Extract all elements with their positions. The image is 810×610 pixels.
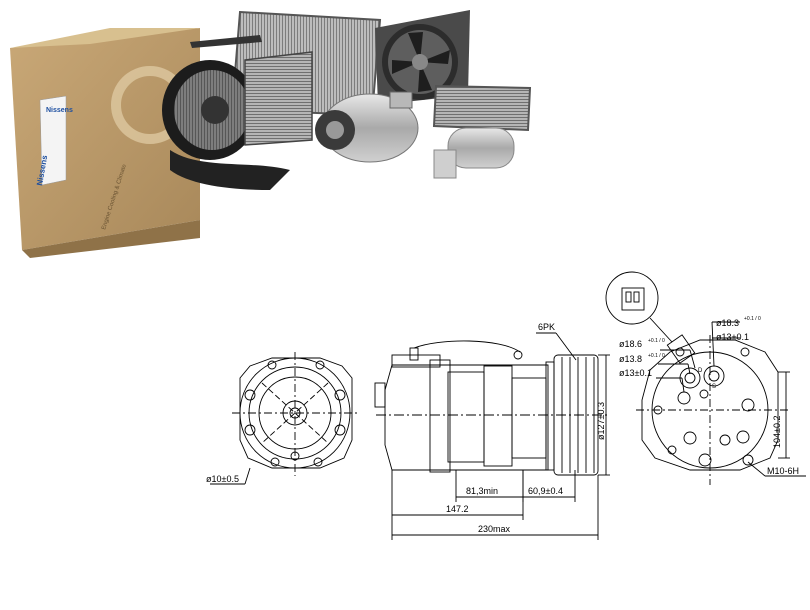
dim-height-104: 104±0.2 bbox=[772, 416, 782, 448]
dim-belt-profile: 6PK bbox=[538, 322, 555, 332]
product-photo-collage: Nissens Nissens Engine Cooling & Climate bbox=[10, 10, 532, 258]
dim-port-13-8-tol: +0.1 / 0 bbox=[648, 353, 665, 359]
box-brand-label: Nissens bbox=[46, 107, 73, 114]
dim-pulley-diameter: ø127±0.3 bbox=[596, 402, 606, 440]
cardboard-box: Nissens Nissens Engine Cooling & Climate bbox=[10, 28, 200, 258]
compressor-technical-drawing: ø10±0.5 6PK ø127±0.3 81,3min 60,9±0.4 14… bbox=[206, 271, 806, 540]
ac-compressor-photo bbox=[315, 91, 419, 163]
rear-view bbox=[605, 271, 806, 485]
port-label-s: S bbox=[712, 384, 716, 390]
dim-port-18-6: ø18.6 bbox=[619, 339, 642, 349]
blower-motor bbox=[162, 60, 290, 190]
dim-port-18-3: ø18.3 bbox=[716, 318, 739, 328]
cooling-fan bbox=[375, 10, 470, 105]
dim-port-13-right: ø13±0.1 bbox=[716, 332, 749, 342]
dim-port-13-8: ø13.8 bbox=[619, 354, 642, 364]
front-view bbox=[210, 352, 358, 485]
dim-front-hole: ø10±0.5 bbox=[206, 474, 239, 484]
dim-port-18-3-tol: +0.1 / 0 bbox=[744, 316, 761, 322]
dim-port-13-left: ø13±0.1 bbox=[619, 368, 652, 378]
heater-core bbox=[432, 84, 532, 132]
dim-147-2: 147.2 bbox=[446, 504, 469, 514]
receiver-drier bbox=[433, 127, 515, 179]
dim-81-3: 81,3min bbox=[466, 486, 498, 496]
dim-thread: M10-6H bbox=[767, 466, 799, 476]
evaporator bbox=[190, 35, 313, 146]
dim-port-18-6-tol: +0.1 / 0 bbox=[648, 338, 665, 344]
side-view bbox=[374, 332, 610, 540]
dim-60-9: 60,9±0.4 bbox=[528, 486, 563, 496]
dim-230: 230max bbox=[478, 524, 511, 534]
port-label-d: D bbox=[698, 368, 703, 374]
